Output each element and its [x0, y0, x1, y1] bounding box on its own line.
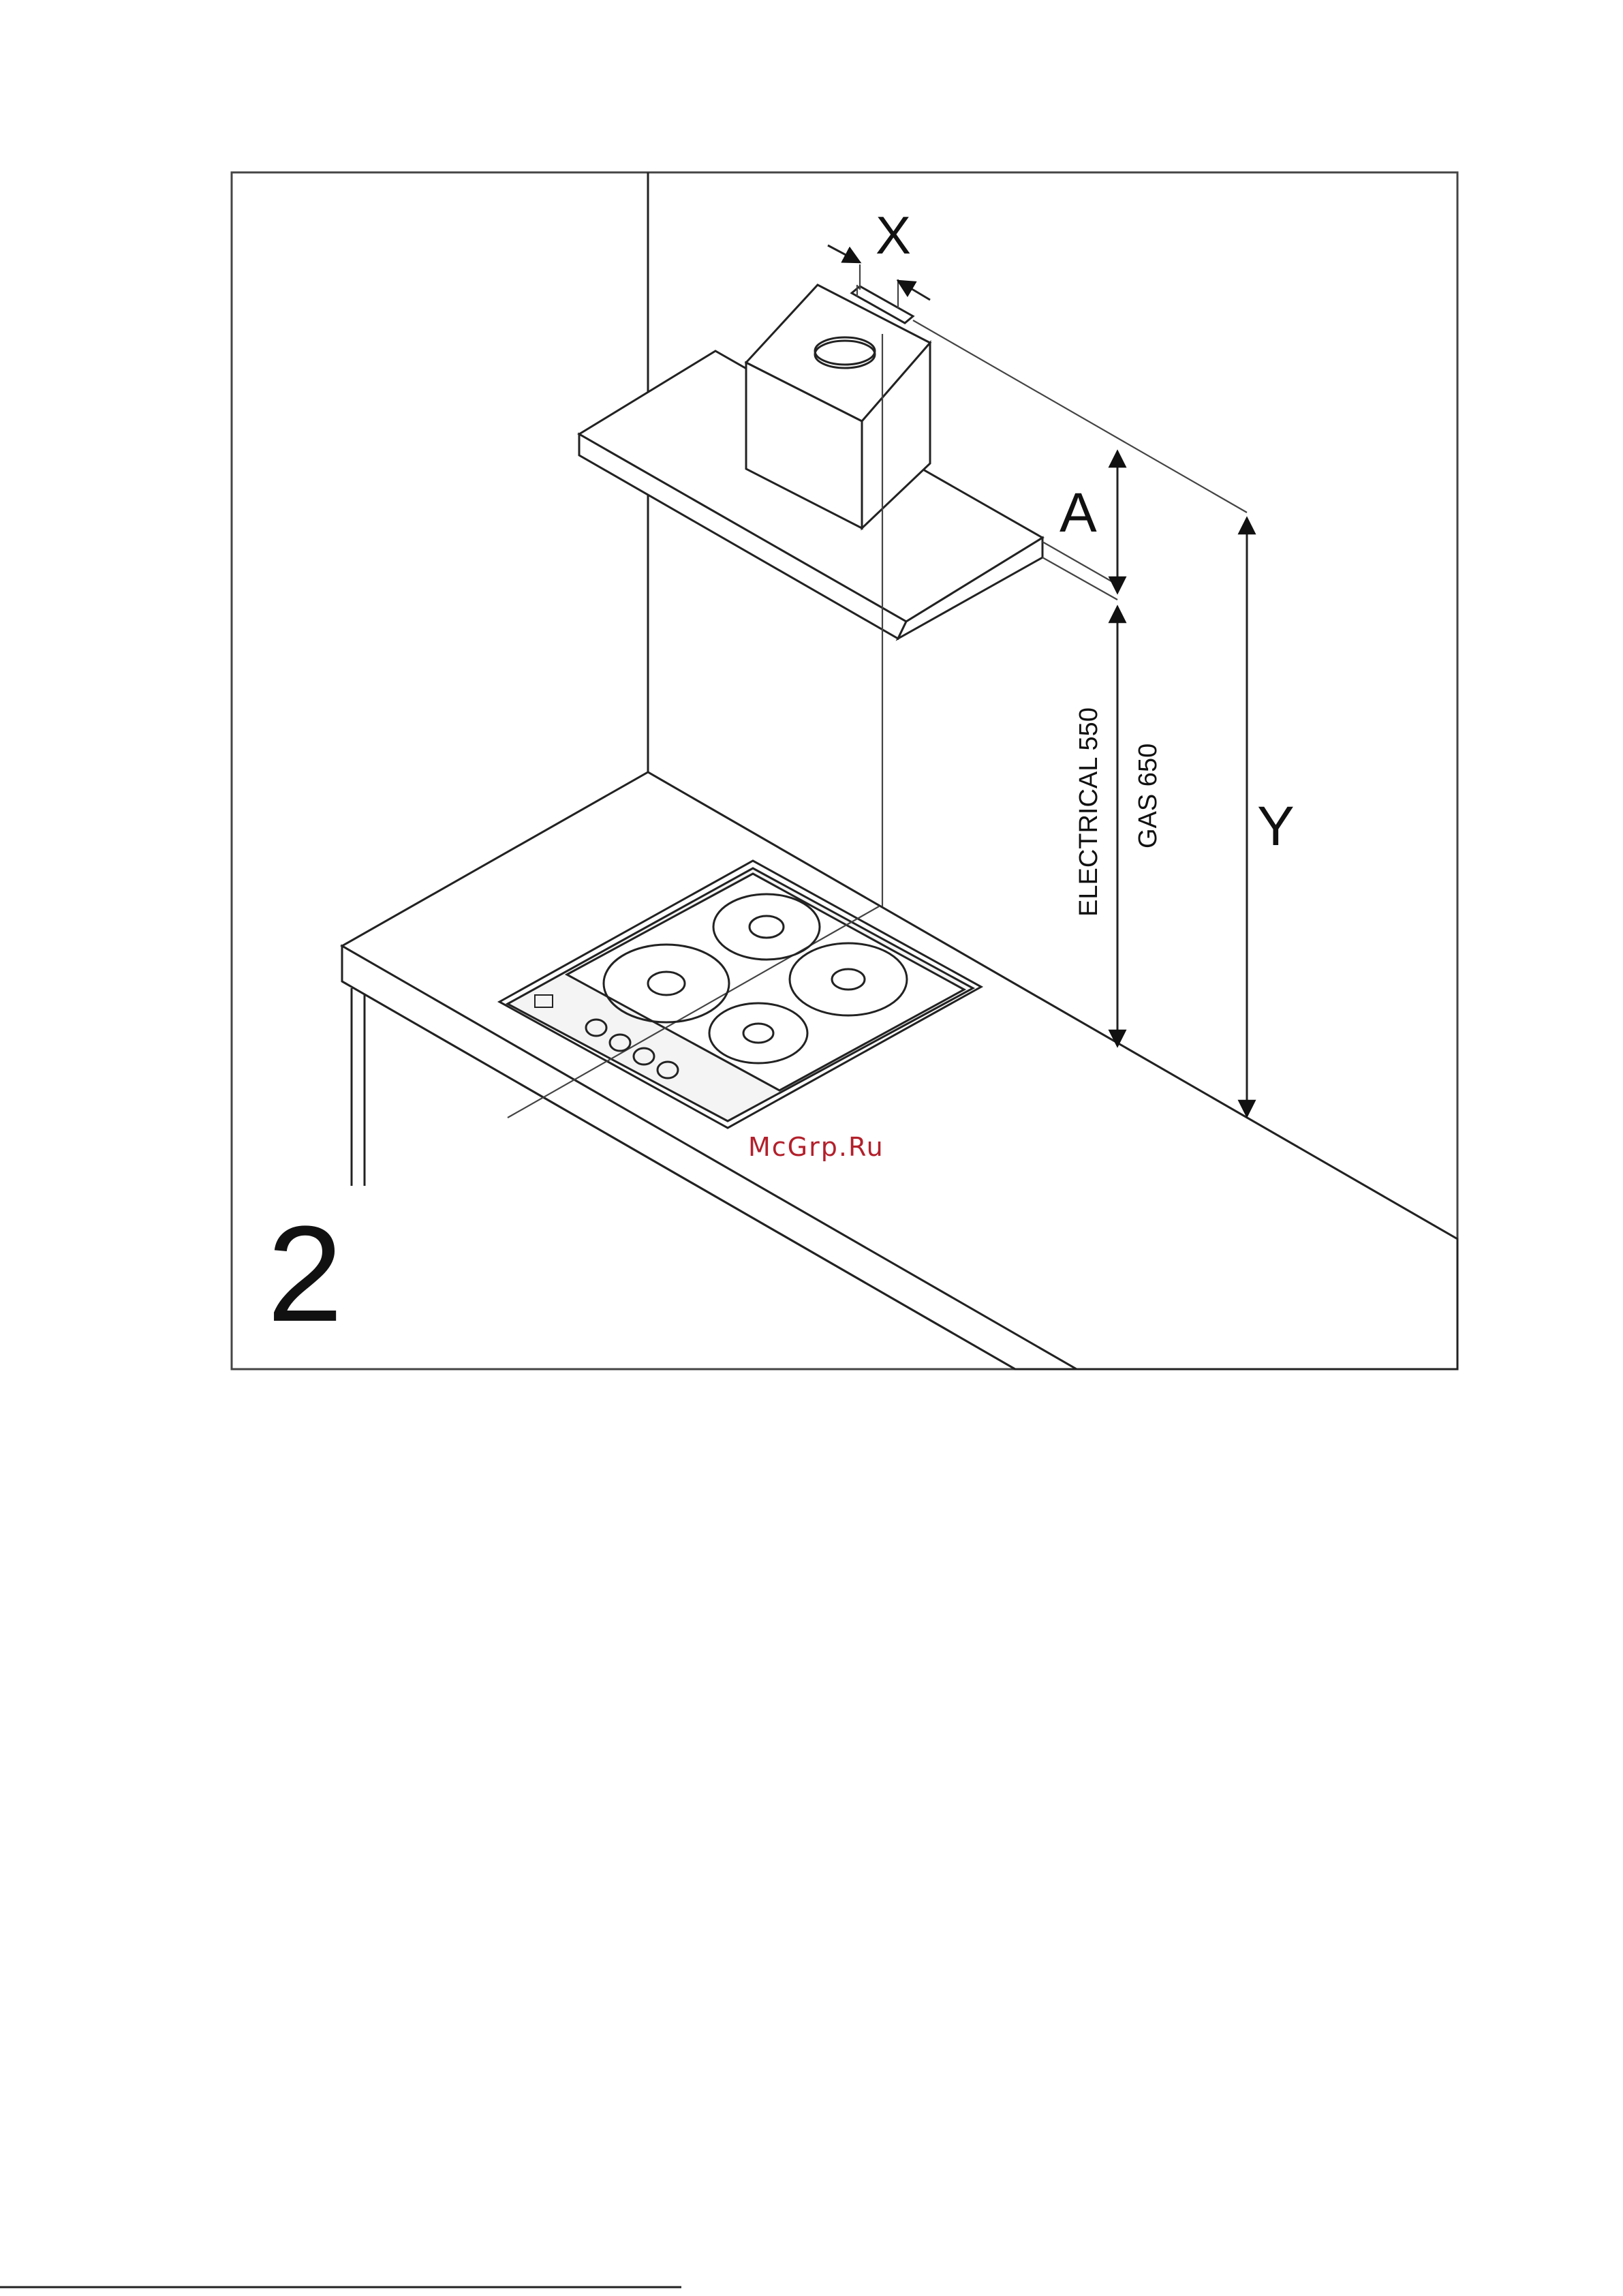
dimension-x: X	[828, 205, 930, 308]
dimension-hob-height: ELECTRICAL 550 GAS 650	[1075, 607, 1162, 1046]
dimension-x-label: X	[876, 205, 911, 265]
dimension-y: Y	[1247, 518, 1295, 1116]
gas-label: GAS 650	[1134, 744, 1162, 848]
worktop	[342, 772, 1457, 1369]
dimension-y-label: Y	[1257, 795, 1295, 857]
figure-number: 2	[267, 1198, 343, 1350]
electrical-label: ELECTRICAL 550	[1075, 707, 1103, 917]
dimension-a-label: A	[1060, 482, 1097, 544]
watermark: McGrp.Ru	[748, 1132, 884, 1162]
